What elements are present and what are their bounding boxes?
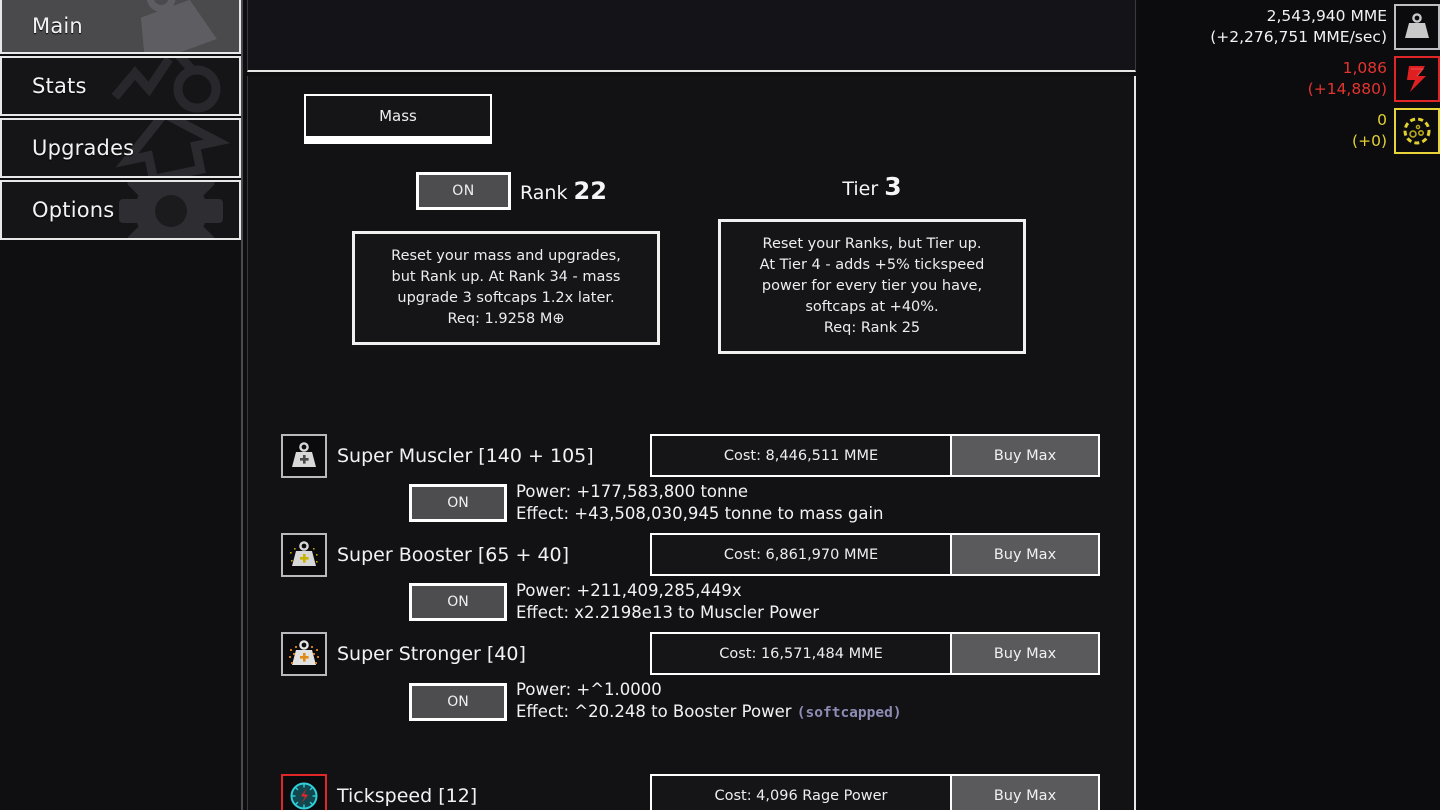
sidebar-item-upgrades[interactable]: Upgrades: [0, 118, 241, 178]
up-arrow-icon: [93, 120, 239, 176]
upgrade-title: Super Booster [65 + 40]: [337, 544, 570, 566]
rank-row: ON Rank 22: [416, 172, 664, 210]
rank-display: Rank 22: [520, 177, 607, 205]
upgrade-buy-max-button[interactable]: Buy Max: [952, 632, 1100, 675]
upgrade-row-super-stronger: Super Stronger [40] Cost: 16,571,484 MME…: [281, 632, 1107, 724]
weight-orange-icon: [281, 632, 327, 676]
upgrade-effect-text: Effect: x2.2198e13 to Muscler Power: [516, 602, 819, 624]
upgrade-header: Tickspeed [12] Cost: 4,096 Rage Power Bu…: [281, 774, 1107, 810]
tier-reset-button[interactable]: Reset your Ranks, but Tier up. At Tier 4…: [718, 219, 1026, 354]
resource-amount: 2,543,940 MME: [1266, 7, 1387, 25]
upgrade-cost-button[interactable]: Cost: 8,446,511 MME: [650, 434, 952, 477]
upgrade-row-super-muscler: Super Muscler [140 + 105] Cost: 8,446,51…: [281, 434, 1107, 525]
subtab-row: Mass: [304, 94, 492, 144]
gear-icon: [93, 182, 239, 238]
tier-value: 3: [884, 172, 902, 201]
upgrade-power-text: Power: +^1.0000: [516, 680, 662, 699]
sidebar: Main Stats: [0, 0, 243, 810]
upgrade-buy-group: Cost: 4,096 Rage Power Buy Max: [650, 774, 1100, 810]
sidebar-item-main[interactable]: Main: [0, 0, 241, 54]
tab-mass[interactable]: Mass: [304, 94, 492, 138]
upgrade-auto-toggle[interactable]: ON: [409, 682, 507, 721]
sidebar-item-label: Main: [32, 14, 83, 38]
upgrade-sub-row: ON Power: +^1.0000 Effect: ^20.248 to Bo…: [281, 679, 1107, 724]
rank-reset-section: ON Rank 22 Reset your mass and upgrades,…: [352, 172, 664, 345]
resource-row-rage-power: 1,086 (+14,880): [1138, 56, 1440, 102]
upgrade-buy-max-button[interactable]: Buy Max: [952, 533, 1100, 576]
upgrade-buy-max-button[interactable]: Buy Max: [952, 774, 1100, 810]
weight-sparkle-icon: [281, 533, 327, 577]
upgrade-effect-text: Effect: +43,508,030,945 tonne to mass ga…: [516, 503, 884, 525]
upgrade-header: Super Booster [65 + 40] Cost: 6,861,970 …: [281, 533, 1107, 577]
weight-icon[interactable]: [1394, 4, 1440, 50]
dashed-circle-icon[interactable]: [1394, 108, 1440, 154]
upgrade-sub-row: ON Power: +177,583,800 tonne Effect: +43…: [281, 481, 1107, 525]
top-header-bar: [247, 0, 1136, 72]
sidebar-item-stats[interactable]: Stats: [0, 56, 241, 116]
upgrade-header: Super Muscler [140 + 105] Cost: 8,446,51…: [281, 434, 1107, 478]
tier-label: Tier: [842, 178, 879, 200]
upgrade-buy-group: Cost: 8,446,511 MME Buy Max: [650, 434, 1100, 477]
upgrade-effect-value: Effect: ^20.248 to Booster Power: [516, 702, 797, 721]
sidebar-item-label: Upgrades: [32, 136, 135, 160]
upgrade-stats: Power: +211,409,285,449x Effect: x2.2198…: [516, 580, 819, 624]
rank-value: 22: [573, 177, 607, 205]
upgrade-row-super-booster: Super Booster [65 + 40] Cost: 6,861,970 …: [281, 533, 1107, 624]
tab-mass-active-indicator: [304, 138, 492, 144]
resource-rate: (+14,880): [1307, 80, 1387, 98]
sidebar-item-label: Stats: [32, 74, 87, 98]
resource-amount: 0: [1377, 111, 1387, 129]
upgrade-cost-button[interactable]: Cost: 6,861,970 MME: [650, 533, 952, 576]
upgrade-buy-group: Cost: 16,571,484 MME Buy Max: [650, 632, 1100, 675]
upgrade-stats: Power: +^1.0000 Effect: ^20.248 to Boost…: [516, 679, 902, 724]
upgrade-effect-value: Effect: +43,508,030,945 tonne to mass ga…: [516, 504, 884, 523]
resource-amount: 1,086: [1342, 59, 1387, 77]
upgrade-auto-toggle[interactable]: ON: [409, 484, 507, 522]
tab-mass-label: Mass: [379, 107, 417, 125]
upgrade-title: Tickspeed [12]: [337, 785, 478, 807]
upgrade-effect-text: Effect: ^20.248 to Booster Power (softca…: [516, 701, 902, 724]
upgrade-stats: Power: +177,583,800 tonne Effect: +43,50…: [516, 481, 884, 525]
softcapped-badge: (softcapped): [796, 705, 902, 721]
resource-rate: (+2,276,751 MME/sec): [1210, 28, 1387, 46]
upgrade-header: Super Stronger [40] Cost: 16,571,484 MME…: [281, 632, 1107, 676]
upgrade-effect-value: Effect: x2.2198e13 to Muscler Power: [516, 603, 820, 622]
main-panel: Mass ON Rank 22 Reset your mass and upgr…: [247, 76, 1136, 810]
rank-reset-button[interactable]: Reset your mass and upgrades, but Rank u…: [352, 231, 660, 345]
weight-icon: [93, 0, 239, 52]
rank-auto-toggle-label: ON: [452, 183, 475, 199]
tier-reset-section: Tier 3 Reset your Ranks, but Tier up. At…: [718, 172, 1026, 354]
upgrade-auto-toggle[interactable]: ON: [409, 583, 507, 621]
resource-values: 1,086 (+14,880): [1308, 58, 1387, 100]
tier-display: Tier 3: [718, 172, 1026, 201]
upgrade-title: Super Stronger [40]: [337, 643, 526, 665]
sidebar-item-options[interactable]: Options: [0, 180, 241, 240]
resource-panel: 2,543,940 MME (+2,276,751 MME/sec) 1,086…: [1138, 0, 1440, 810]
resource-row-mme: 2,543,940 MME (+2,276,751 MME/sec): [1138, 0, 1440, 50]
speedometer-icon: [281, 774, 327, 810]
upgrade-power-text: Power: +211,409,285,449x: [516, 581, 742, 600]
lightning-bolt-icon[interactable]: [1394, 56, 1440, 102]
upgrade-buy-max-button[interactable]: Buy Max: [952, 434, 1100, 477]
rank-auto-toggle[interactable]: ON: [416, 172, 511, 210]
rank-label: Rank: [520, 182, 568, 204]
upgrade-cost-button[interactable]: Cost: 16,571,484 MME: [650, 632, 952, 675]
stats-chart-icon: [93, 58, 239, 114]
weight-plus-icon: [281, 434, 327, 478]
upgrade-buy-group: Cost: 6,861,970 MME Buy Max: [650, 533, 1100, 576]
resource-values: 2,543,940 MME (+2,276,751 MME/sec): [1210, 6, 1387, 48]
resource-values: 0 (+0): [1352, 110, 1387, 152]
resource-row-yellow: 0 (+0): [1138, 108, 1440, 154]
upgrade-cost-button[interactable]: Cost: 4,096 Rage Power: [650, 774, 952, 810]
upgrade-sub-row: ON Power: +211,409,285,449x Effect: x2.2…: [281, 580, 1107, 624]
upgrade-title: Super Muscler [140 + 105]: [337, 445, 594, 467]
resource-rate: (+0): [1352, 132, 1387, 150]
sidebar-item-label: Options: [32, 198, 115, 222]
upgrade-power-text: Power: +177,583,800 tonne: [516, 482, 749, 501]
upgrade-row-tickspeed: Tickspeed [12] Cost: 4,096 Rage Power Bu…: [281, 774, 1107, 810]
